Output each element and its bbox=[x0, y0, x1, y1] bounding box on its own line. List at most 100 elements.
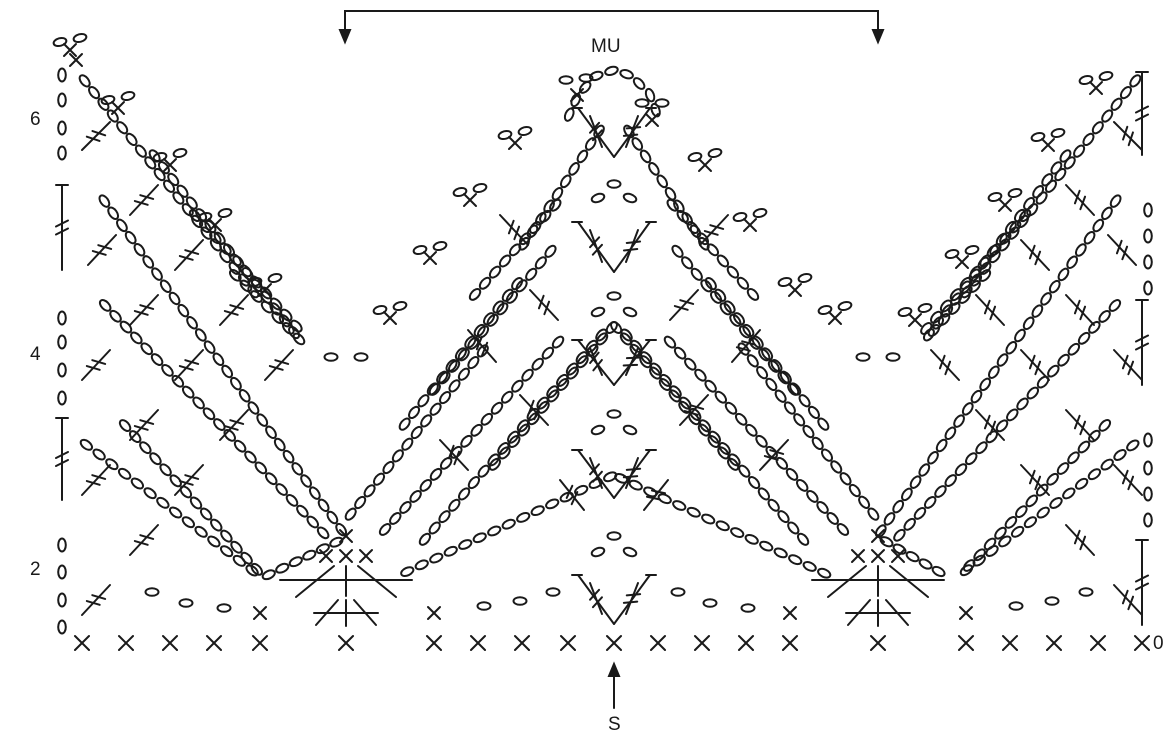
chain-symbol bbox=[958, 291, 971, 304]
chain-symbol bbox=[197, 211, 213, 223]
chain-symbol bbox=[256, 413, 269, 427]
chain-symbol bbox=[496, 302, 509, 316]
chain-symbol bbox=[517, 125, 533, 137]
single-crochet-symbol bbox=[828, 311, 842, 325]
chain-symbol bbox=[79, 438, 94, 451]
chain-symbol bbox=[537, 400, 550, 414]
treble-symbol bbox=[1135, 319, 1149, 366]
chain-symbol bbox=[219, 242, 232, 256]
chain-symbol bbox=[477, 464, 490, 478]
chain-symbol bbox=[1040, 292, 1052, 306]
chain-symbol bbox=[740, 603, 756, 613]
chain-symbol bbox=[172, 147, 188, 159]
cluster-leg bbox=[847, 599, 871, 626]
treble-symbol bbox=[1135, 91, 1149, 136]
chain-symbol bbox=[701, 513, 716, 525]
chain-symbol bbox=[588, 478, 603, 489]
chain-symbol bbox=[116, 218, 128, 233]
chain-symbol bbox=[57, 390, 67, 406]
chain-symbol bbox=[130, 477, 145, 490]
single-crochet-symbol bbox=[111, 101, 125, 115]
chain-symbol bbox=[302, 549, 317, 561]
chain-symbol bbox=[755, 434, 768, 448]
chain-symbol bbox=[654, 98, 670, 108]
chain-symbol bbox=[716, 254, 730, 268]
chain-symbol bbox=[937, 313, 951, 326]
single-crochet-symbol bbox=[470, 635, 486, 651]
treble-symbol bbox=[589, 229, 603, 263]
treble-symbol bbox=[622, 347, 642, 376]
chain-symbol bbox=[563, 107, 575, 122]
chain-symbol bbox=[744, 533, 759, 545]
single-crochet-symbol bbox=[359, 549, 373, 563]
chain-symbol bbox=[530, 505, 545, 517]
chain-symbol bbox=[1049, 497, 1063, 509]
chain-symbol bbox=[1044, 596, 1060, 606]
chain-symbol bbox=[758, 348, 771, 362]
cluster-leg bbox=[889, 565, 929, 598]
chain-symbol bbox=[1083, 231, 1096, 245]
chain-symbol bbox=[185, 196, 198, 210]
chain-symbol bbox=[92, 448, 106, 461]
chain-symbol bbox=[516, 512, 531, 523]
chain-symbol bbox=[133, 243, 146, 257]
chain-symbol bbox=[250, 290, 263, 303]
chain-symbol bbox=[983, 537, 997, 551]
start-label: S bbox=[608, 714, 621, 735]
chain-symbol bbox=[756, 365, 769, 380]
chain-symbol bbox=[590, 192, 606, 204]
chain-symbol bbox=[893, 528, 906, 542]
single-crochet-symbol bbox=[463, 193, 477, 207]
chain-symbol bbox=[106, 109, 119, 123]
chain-symbol bbox=[306, 515, 320, 529]
chain-symbol bbox=[448, 379, 461, 393]
chain-symbol bbox=[1005, 341, 1018, 355]
chain-symbol bbox=[261, 569, 276, 581]
chain-symbol bbox=[684, 357, 697, 371]
chain-symbol bbox=[619, 69, 634, 80]
chain-symbol bbox=[128, 430, 142, 444]
treble-symbol bbox=[529, 289, 559, 321]
chain-symbol bbox=[606, 291, 622, 301]
chain-symbol bbox=[1004, 516, 1018, 529]
chain-symbol bbox=[797, 272, 813, 284]
treble-symbol bbox=[1113, 584, 1143, 616]
single-crochet-symbol bbox=[958, 635, 974, 651]
chain-symbol bbox=[996, 353, 1009, 367]
chain-symbol bbox=[156, 496, 170, 509]
single-crochet-symbol bbox=[606, 635, 622, 651]
chain-symbol bbox=[202, 407, 216, 421]
chain-symbol bbox=[432, 240, 448, 252]
chain-symbol bbox=[559, 174, 572, 189]
chain-symbol bbox=[512, 596, 528, 606]
chain-symbol bbox=[663, 335, 677, 349]
chain-symbol bbox=[1074, 477, 1089, 490]
chain-symbol bbox=[545, 498, 560, 510]
chain-symbol bbox=[88, 85, 101, 100]
single-crochet-symbol bbox=[891, 549, 905, 563]
cluster-leg bbox=[827, 565, 867, 598]
chain-symbol bbox=[150, 353, 164, 366]
chain-symbol bbox=[230, 540, 243, 554]
chain-symbol bbox=[707, 147, 723, 159]
chain-symbol bbox=[787, 521, 800, 535]
chain-symbol bbox=[429, 552, 444, 564]
chain-symbol bbox=[802, 561, 817, 572]
chain-symbol bbox=[798, 394, 811, 408]
treble-symbol bbox=[669, 289, 699, 321]
chain-symbol bbox=[1074, 243, 1087, 257]
chain-symbol bbox=[690, 267, 703, 281]
chain-symbol bbox=[622, 192, 638, 204]
chain-symbol bbox=[1050, 161, 1063, 175]
chain-symbol bbox=[923, 496, 937, 509]
chain-symbol bbox=[995, 419, 1009, 433]
chain-symbol bbox=[1113, 449, 1127, 461]
chain-symbol bbox=[551, 187, 564, 201]
treble-symbol bbox=[679, 394, 709, 426]
treble-symbol bbox=[519, 394, 549, 426]
chain-symbol bbox=[1067, 451, 1080, 465]
chain-symbol bbox=[964, 244, 980, 256]
chain-symbol bbox=[905, 550, 920, 563]
